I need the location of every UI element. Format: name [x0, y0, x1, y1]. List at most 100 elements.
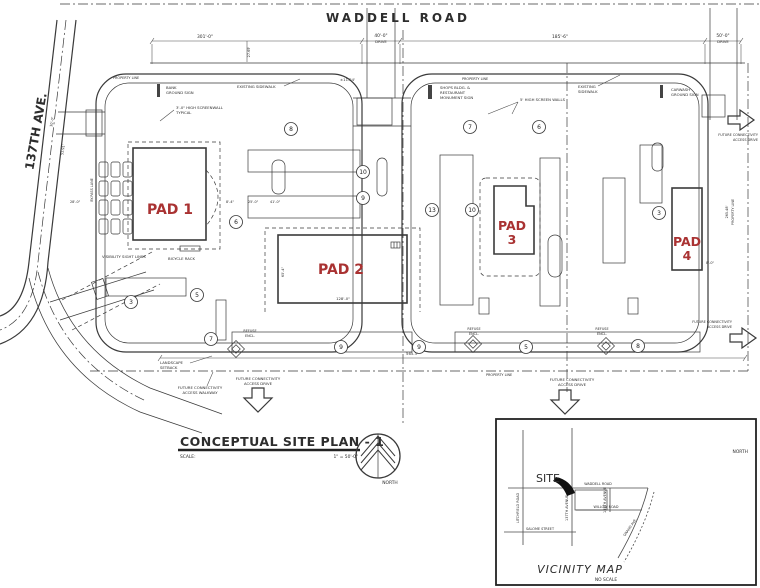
keynote: 7	[468, 124, 472, 131]
landscape-setback-note: LANDSCAPE	[160, 360, 184, 365]
dim-80: 8'-0"	[706, 261, 714, 265]
carwash-sign-note2: GROUND SIGN	[671, 92, 699, 97]
refuse-note: REFUSE	[243, 329, 256, 333]
dim-250: 25'-0"	[248, 200, 259, 204]
drive-thru-stacking-cars	[98, 161, 133, 235]
top-dimensions	[149, 37, 744, 64]
site-arrow-icon	[553, 477, 575, 496]
bank-sign-icon	[157, 84, 160, 97]
keynote: 3	[657, 210, 661, 217]
vicinity-map: SITE NORTH WADDELL ROAD LITCHFIELD ROAD …	[495, 418, 757, 586]
dim-2769: 27.69'	[247, 47, 251, 58]
monument-sign-note2: RESTAURANT	[440, 90, 466, 95]
bank-sign-note: BANK	[166, 85, 177, 90]
annotations: BANK GROUND SIGN EXISTING SIDEWALK 3'-0"…	[157, 74, 699, 370]
property-line-note: PROPERTY LINE	[462, 77, 488, 81]
refuse-note: REFUSE	[595, 327, 608, 331]
pad-2-label: PAD 2	[318, 262, 364, 278]
walkway-note2: ACCESS WALKWAY	[182, 390, 218, 395]
dim-301: 301'-0"	[197, 34, 213, 40]
137th-ave-label: 137TH AVE.	[22, 92, 49, 171]
keynote: 13	[428, 207, 436, 214]
crosswalk-hatch	[701, 94, 726, 118]
bank-sign-note2: GROUND SIGN	[166, 90, 194, 95]
keynote: 10	[468, 207, 476, 214]
dim-185: 185'-6"	[552, 34, 568, 40]
crosswalk-hatch	[356, 97, 393, 126]
pad-1-building: PAD 1 BICYCLE RACK	[127, 141, 221, 261]
dim-40-drive-word: DRIVE	[375, 39, 387, 44]
refuse-note2: ENCL.	[469, 332, 479, 336]
screen-walls-note: 5' HIGH SCREEN WALLS	[520, 97, 566, 102]
west-plaza-ring	[95, 73, 363, 353]
keynote: 9	[361, 195, 365, 202]
vicinity-no-scale: NO SCALE	[595, 577, 617, 583]
drive-note: FUTURE CONNECTIVITY	[236, 376, 281, 381]
dim-40-drive: 40'-0"	[374, 33, 387, 39]
sheet-title: CONCEPTUAL SITE PLAN - 1	[180, 434, 384, 449]
drive-note: FUTURE CONNECTIVITY	[718, 133, 759, 137]
vicinity-salome: SALOME STREET	[526, 527, 555, 531]
carwash-sign-icon	[660, 85, 663, 98]
walkway-hatch	[215, 299, 227, 341]
walkway-note: FUTURE CONNECTIVITY	[178, 385, 223, 390]
keynote: 10	[359, 169, 367, 176]
vicinity-waddell: WADDELL ROAD	[584, 482, 612, 486]
keynote: 3	[129, 299, 133, 306]
keynote: 5	[195, 292, 199, 299]
keynote: 6	[234, 219, 238, 226]
waddell-road-label: WADDELL ROAD	[326, 11, 470, 25]
vicinity-137th: 137TH AVENUE	[565, 495, 569, 521]
drive-note2: ACCESS DRIVE	[707, 325, 732, 329]
scale-value: 1" = 50'-0"	[334, 454, 358, 460]
screenwall-note: 3'-0" HIGH SCREENWALL	[176, 105, 224, 110]
vicinity-135th: 135TH AVENUE	[603, 487, 607, 513]
visibility-note: VISIBILITY SIGHT LINES	[102, 254, 146, 259]
crosswalk-hatch	[85, 109, 103, 137]
dim-1124: ±11.24'	[340, 77, 355, 82]
keynote: 9	[417, 344, 421, 351]
dim-280: 28'-0"	[70, 200, 81, 204]
keynote: 5	[524, 344, 528, 351]
bottom-dimension	[157, 354, 748, 362]
waddell-road: WADDELL ROAD	[60, 3, 760, 25]
north-label: NORTH	[382, 480, 397, 486]
pad-3-label: PAD	[498, 218, 526, 233]
vicinity-site-hatch	[574, 489, 608, 511]
keynote-bubbles: 8 7 6 10 9 13 6 10 3 5 3 7 9 9 5 8	[124, 120, 666, 354]
existing-sidewalk-note: EXISTING SIDEWALK	[237, 84, 276, 89]
screenwall-note2: TYPICAL	[175, 110, 192, 115]
keynote: 8	[636, 343, 640, 350]
bicycle-rack-note: BICYCLE RACK	[168, 256, 195, 261]
landscape-setback-note2: SETBACK	[160, 365, 178, 370]
pad-4-building: PAD 4 8'-0"	[671, 187, 714, 271]
monument-sign-note3: MONUMENT SIGN	[440, 95, 473, 100]
dim-84: 8'-4"	[226, 200, 234, 204]
pad-3-building: PAD 3	[479, 177, 541, 277]
dim-50-drive: 50'-0"	[716, 33, 729, 39]
future-connectivity: FUTURE CONNECTIVITY ACCESS WALKWAY FUTUR…	[178, 108, 759, 415]
drive-note2: ACCESS DRIVE	[733, 138, 758, 142]
pad-2-building: PAD 2 128'-0" 65'-4"	[264, 227, 421, 312]
keynote: 7	[209, 336, 213, 343]
pad-4-number: 4	[683, 248, 692, 263]
refuse-note2: ENCL.	[245, 334, 255, 338]
existing-sidewalk-note2b: SIDEWALK	[578, 89, 598, 94]
pad-3-number: 3	[508, 232, 517, 247]
drive-note2: ACCESS DRIVE	[244, 381, 273, 386]
dim-410: 41'-0"	[270, 200, 281, 204]
drive-note: FUTURE CONNECTIVITY	[692, 320, 733, 324]
monument-sign-note: SHOPS BLDG. &	[440, 85, 470, 90]
pad-4-label: PAD	[673, 234, 701, 249]
keynote: 6	[537, 124, 541, 131]
west-entry-drive: VISIBILITY SIGHT LINES	[49, 251, 161, 331]
vicinity-title: VICINITY MAP	[537, 563, 623, 576]
property-line-note: PROPERTY LINE	[731, 199, 735, 225]
scale-label: SCALE:	[180, 454, 196, 460]
walkway-hatch	[627, 297, 639, 315]
drive-note: FUTURE CONNECTIVITY	[550, 377, 595, 382]
refuse-enclosures: REFUSE ENCL. REFUSE ENCL. REFUSE ENCL.	[227, 327, 615, 358]
bypass-lane-note: BY-PASS LANE	[90, 178, 94, 202]
